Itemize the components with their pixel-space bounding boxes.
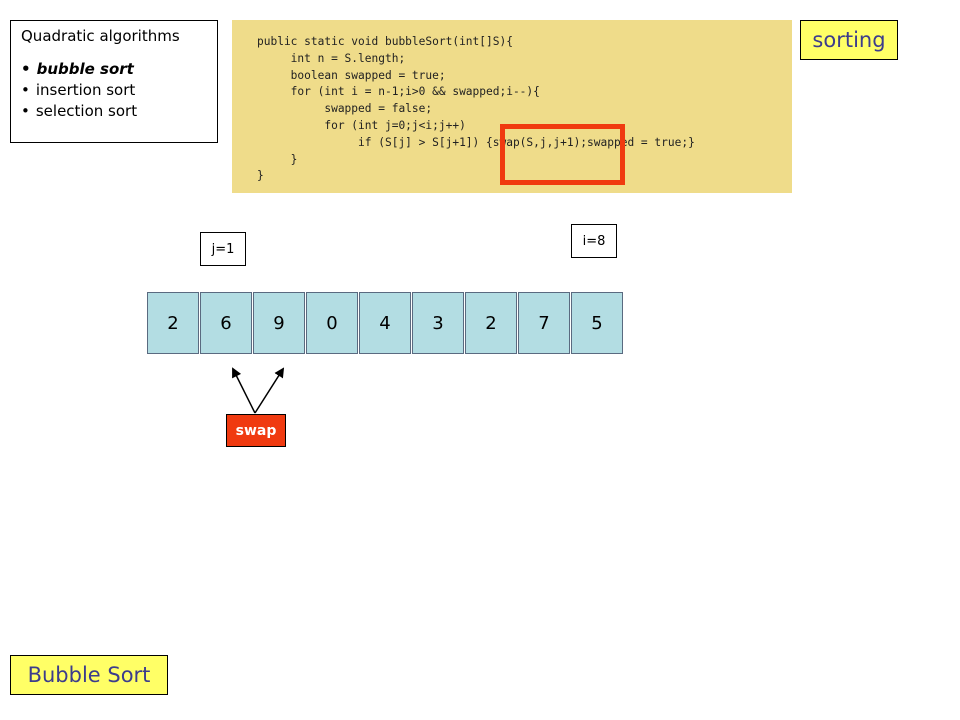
- algorithms-panel: Quadratic algorithms bubble sort inserti…: [10, 20, 218, 143]
- array-cell: 5: [571, 292, 623, 354]
- topic-tag: sorting: [800, 20, 898, 60]
- algorithms-list: bubble sort insertion sort selection sor…: [21, 59, 207, 122]
- arrow-to-cell-right: [254, 367, 285, 414]
- array-cell: 9: [253, 292, 305, 354]
- j-pointer-label: j=1: [200, 232, 246, 266]
- array-cell: 4: [359, 292, 411, 354]
- array-cell: 7: [518, 292, 570, 354]
- arrow-to-cell-left: [232, 367, 256, 414]
- array: 2 6 9 0 4 3 2 7 5: [147, 292, 624, 354]
- i-pointer-label: i=8: [571, 224, 617, 258]
- code-block: public static void bubbleSort(int[]S){ i…: [257, 35, 695, 183]
- algorithm-item-selection-sort: selection sort: [21, 101, 207, 122]
- swap-call-highlight: [500, 124, 625, 185]
- swap-label: swap: [226, 414, 286, 447]
- array-cell: 6: [200, 292, 252, 354]
- algorithm-item-bubble-sort: bubble sort: [21, 59, 207, 80]
- code-panel: public static void bubbleSort(int[]S){ i…: [232, 20, 792, 193]
- array-cell: 2: [465, 292, 517, 354]
- array-cell: 3: [412, 292, 464, 354]
- page-title: Bubble Sort: [10, 655, 168, 695]
- array-cell: 0: [306, 292, 358, 354]
- array-cell: 2: [147, 292, 199, 354]
- algorithms-title: Quadratic algorithms: [21, 27, 180, 45]
- algorithm-item-insertion-sort: insertion sort: [21, 80, 207, 101]
